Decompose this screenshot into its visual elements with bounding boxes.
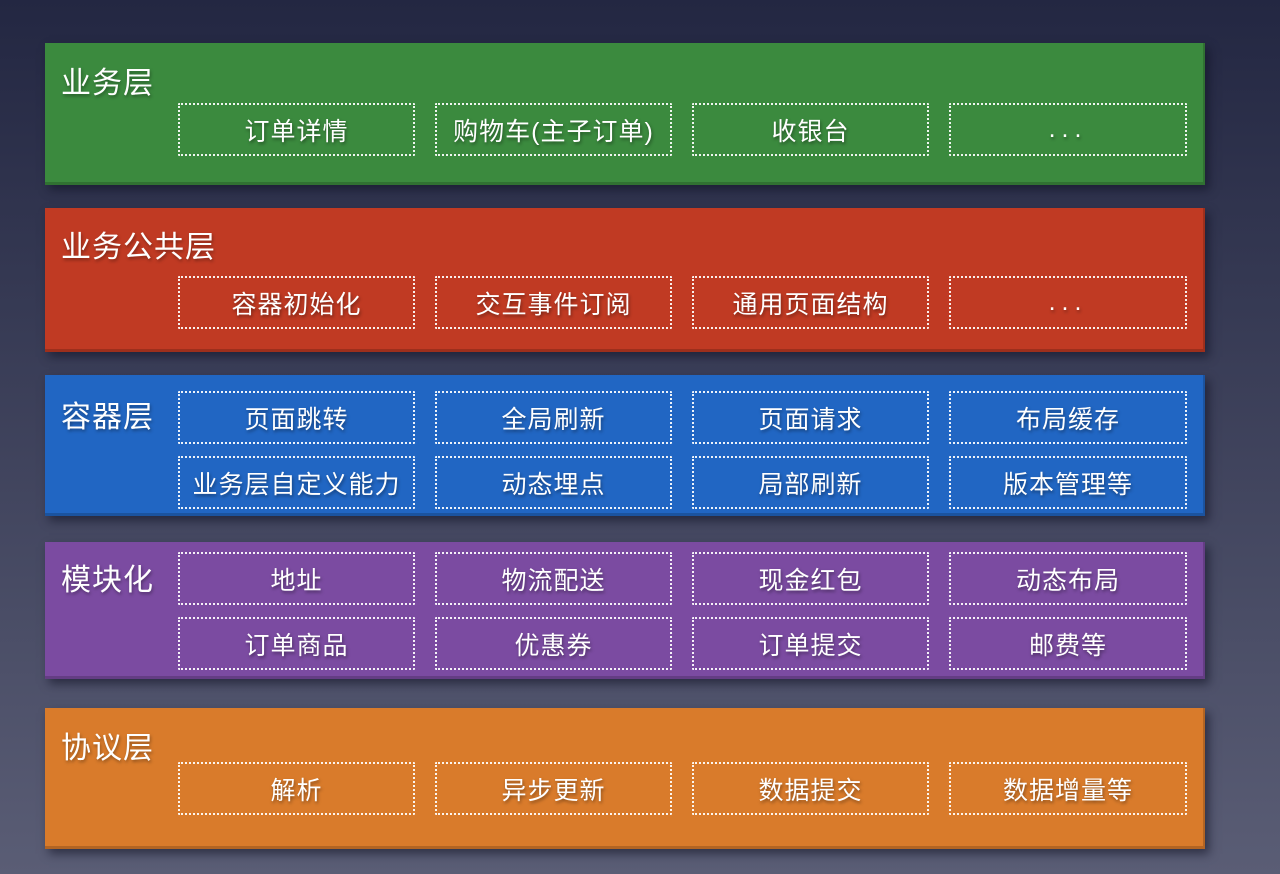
layer-title: 业务层 bbox=[61, 67, 154, 100]
layer-title: 容器层 bbox=[61, 401, 154, 434]
layer-band-container: 容器层 页面跳转全局刷新页面请求布局缓存业务层自定义能力动态埋点局部刷新版本管理… bbox=[45, 375, 1205, 516]
layer-title: 业务公共层 bbox=[61, 231, 216, 264]
module-box: 动态埋点 bbox=[435, 456, 672, 509]
module-box: 业务层自定义能力 bbox=[178, 456, 415, 509]
module-box: 解析 bbox=[178, 762, 415, 815]
module-row: 解析异步更新数据提交数据增量等 bbox=[178, 762, 1187, 815]
module-box: 优惠券 bbox=[435, 617, 672, 670]
module-box: 数据增量等 bbox=[949, 762, 1187, 815]
layer-band-protocol: 协议层 解析异步更新数据提交数据增量等 bbox=[45, 708, 1205, 849]
module-box: 物流配送 bbox=[435, 552, 672, 605]
module-box: 动态布局 bbox=[949, 552, 1187, 605]
layer-modules: 订单详情购物车(主子订单) 收银台... bbox=[178, 103, 1187, 156]
module-row: 订单详情购物车(主子订单) 收银台... bbox=[178, 103, 1187, 156]
module-row: 地址物流配送现金红包动态布局 bbox=[178, 552, 1187, 605]
module-row: 页面跳转全局刷新页面请求布局缓存 bbox=[178, 391, 1187, 444]
layer-modules: 解析异步更新数据提交数据增量等 bbox=[178, 762, 1187, 815]
module-box: 邮费等 bbox=[949, 617, 1187, 670]
module-box-ellipsis: ... bbox=[949, 276, 1187, 329]
layer-modules: 地址物流配送现金红包动态布局订单商品优惠券订单提交邮费等 bbox=[178, 552, 1187, 670]
module-box: 页面跳转 bbox=[178, 391, 415, 444]
module-box: 地址 bbox=[178, 552, 415, 605]
layer-band-business-common: 业务公共层 容器初始化交互事件订阅通用页面结构... bbox=[45, 208, 1205, 352]
module-box: 订单提交 bbox=[692, 617, 929, 670]
module-box: 数据提交 bbox=[692, 762, 929, 815]
layer-modules: 页面跳转全局刷新页面请求布局缓存业务层自定义能力动态埋点局部刷新版本管理等 bbox=[178, 391, 1187, 509]
module-row: 业务层自定义能力动态埋点局部刷新版本管理等 bbox=[178, 456, 1187, 509]
module-box: 现金红包 bbox=[692, 552, 929, 605]
module-box: 通用页面结构 bbox=[692, 276, 929, 329]
module-box: 版本管理等 bbox=[949, 456, 1187, 509]
module-box: 布局缓存 bbox=[949, 391, 1187, 444]
module-row: 容器初始化交互事件订阅通用页面结构... bbox=[178, 276, 1187, 329]
module-box: 订单详情 bbox=[178, 103, 415, 156]
module-box: 异步更新 bbox=[435, 762, 672, 815]
layer-title: 协议层 bbox=[61, 732, 154, 765]
module-box: 容器初始化 bbox=[178, 276, 415, 329]
layer-band-business: 业务层 订单详情购物车(主子订单) 收银台... bbox=[45, 43, 1205, 185]
layer-modules: 容器初始化交互事件订阅通用页面结构... bbox=[178, 276, 1187, 329]
module-box: 页面请求 bbox=[692, 391, 929, 444]
layer-title: 模块化 bbox=[61, 564, 154, 597]
module-box: 全局刷新 bbox=[435, 391, 672, 444]
module-box: 订单商品 bbox=[178, 617, 415, 670]
module-box: 交互事件订阅 bbox=[435, 276, 672, 329]
module-box: 购物车(主子订单) bbox=[435, 103, 672, 156]
layer-band-modularization: 模块化 地址物流配送现金红包动态布局订单商品优惠券订单提交邮费等 bbox=[45, 542, 1205, 679]
module-box-ellipsis: ... bbox=[949, 103, 1187, 156]
module-box: 局部刷新 bbox=[692, 456, 929, 509]
module-row: 订单商品优惠券订单提交邮费等 bbox=[178, 617, 1187, 670]
module-box: 收银台 bbox=[692, 103, 929, 156]
